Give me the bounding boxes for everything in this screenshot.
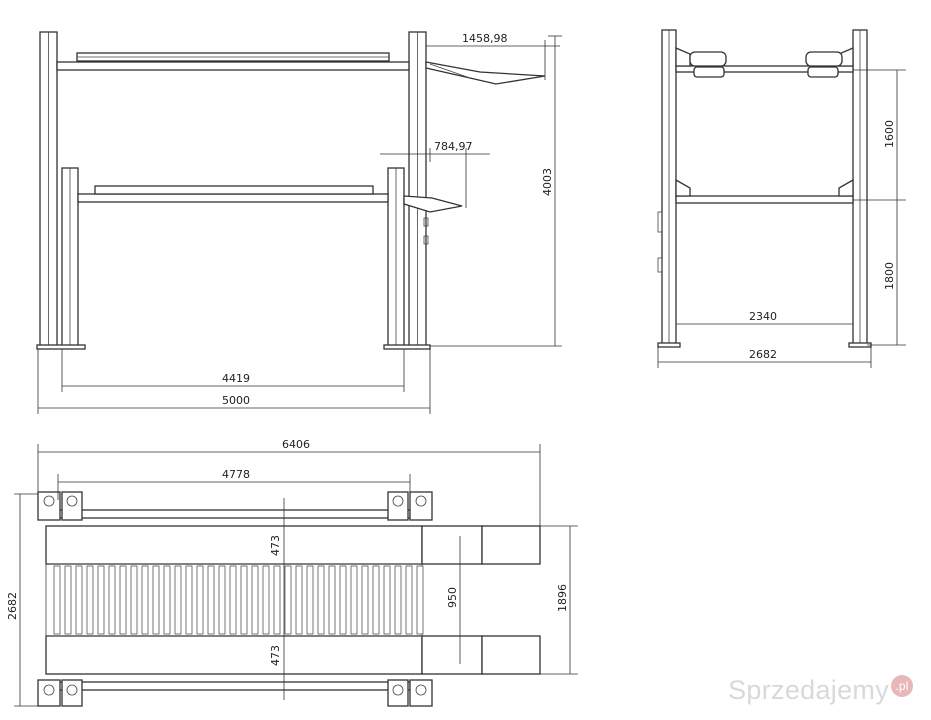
plan-slat: [196, 565, 204, 635]
plan-front-crossbeam: [57, 509, 411, 519]
dim-plan-overall-width: 2682: [6, 592, 19, 620]
front-view: 1600 1800 2340 2682: [657, 29, 906, 368]
plan-slat: [251, 565, 259, 635]
plan-slat: [75, 565, 83, 635]
plan-slat: [207, 565, 215, 635]
dim-lower-clearance: 1800: [883, 262, 896, 290]
dim-front-overall-width: 2682: [749, 348, 777, 361]
side-top-deck-beam: [56, 61, 410, 71]
side-lower-ramp: [403, 195, 463, 213]
plan-slat: [108, 565, 116, 635]
side-lower-deck-beam: [77, 193, 389, 203]
plan-top-runway: [45, 525, 423, 565]
dim-front-inner-width: 2340: [749, 310, 777, 323]
plan-top-ramp-1: [421, 525, 483, 565]
plan-slat: [394, 565, 402, 635]
plan-slat: [240, 565, 248, 635]
plan-slat: [295, 565, 303, 635]
front-top-right-tyre: [805, 51, 843, 67]
plan-slat: [361, 565, 369, 635]
side-top-ramp: [425, 61, 546, 85]
plan-slats: [53, 565, 424, 635]
front-lower-deck: [675, 195, 854, 204]
dim-plan-post-spacing: 4778: [222, 468, 250, 481]
side-right-baseplate: [383, 344, 431, 350]
plan-bottom-ramp-1: [421, 635, 483, 675]
plan-view: 6406 4778 2682 1896 950 473 473: [6, 438, 578, 707]
plan-slat: [416, 565, 424, 635]
side-view: 1458,98 784,97 4003 4419 5000: [36, 31, 562, 414]
side-lower-deck-runway: [94, 185, 374, 195]
dim-plan-runway-gap: 950: [446, 587, 459, 608]
plan-post-br: [387, 679, 409, 707]
dim-plan-overall-length: 6406: [282, 438, 310, 451]
plan-slat: [383, 565, 391, 635]
plan-slat: [152, 565, 160, 635]
plan-rear-crossbeam: [57, 681, 411, 691]
plan-bottom-runway: [45, 635, 423, 675]
side-left-baseplate: [36, 344, 86, 350]
plan-post-bl2: [61, 679, 83, 707]
watermark-badge: .pl: [891, 675, 913, 697]
watermark-text: Sprzedajemy: [728, 675, 889, 705]
dim-inner-width: 4419: [222, 372, 250, 385]
plan-slat: [141, 565, 149, 635]
dim-lower-overhang: 784,97: [434, 140, 473, 153]
plan-slat: [262, 565, 270, 635]
plan-slat: [163, 565, 171, 635]
plan-slat: [350, 565, 358, 635]
front-top-left-tyre: [689, 51, 727, 67]
front-top-deck: [675, 65, 854, 73]
plan-slat: [130, 565, 138, 635]
dim-plan-runway-width-bottom: 473: [269, 645, 282, 666]
dim-plan-runway-width-top: 473: [269, 535, 282, 556]
watermark: Sprzedajemy.pl: [728, 675, 913, 706]
plan-slat: [372, 565, 380, 635]
plan-slat: [328, 565, 336, 635]
plan-slat: [64, 565, 72, 635]
plan-post-br2: [409, 679, 433, 707]
plan-slat: [174, 565, 182, 635]
dim-upper-clearance: 1600: [883, 120, 896, 148]
plan-slat: [218, 565, 226, 635]
dim-total-height: 4003: [541, 168, 554, 196]
plan-slat: [339, 565, 347, 635]
plan-slat: [53, 565, 61, 635]
dim-top-overhang: 1458,98: [462, 32, 508, 45]
plan-bottom-ramp-2: [481, 635, 541, 675]
plan-slat: [97, 565, 105, 635]
plan-slat: [273, 565, 281, 635]
plan-slat: [229, 565, 237, 635]
plan-slat: [306, 565, 314, 635]
plan-slat: [185, 565, 193, 635]
plan-slat: [405, 565, 413, 635]
plan-top-ramp-2: [481, 525, 541, 565]
dim-overall-length: 5000: [222, 394, 250, 407]
plan-slat: [317, 565, 325, 635]
plan-slat: [86, 565, 94, 635]
plan-slat: [284, 565, 292, 635]
plan-slat: [119, 565, 127, 635]
plan-post-bl: [37, 679, 61, 707]
dim-plan-runway-outer: 1896: [556, 584, 569, 612]
